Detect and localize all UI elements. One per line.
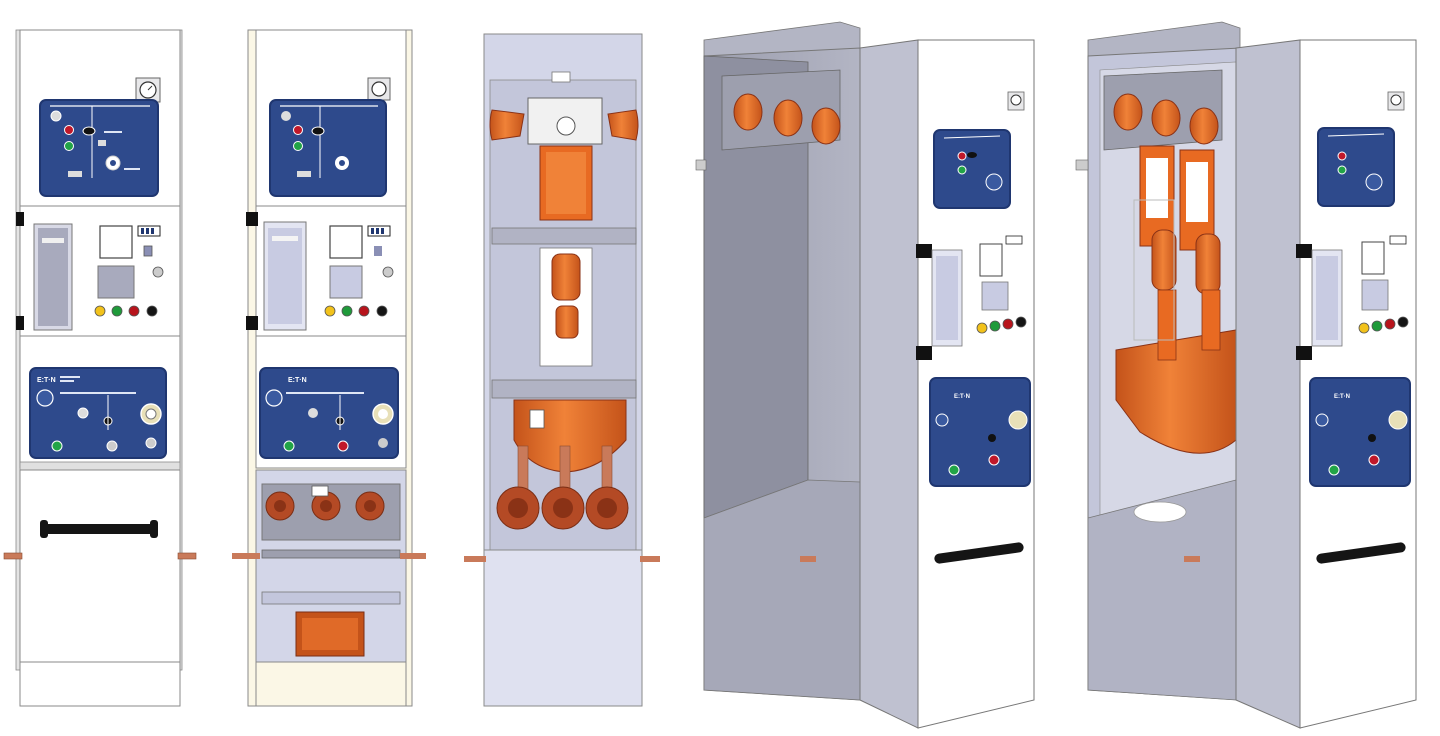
eaton-logo-2: E:T·N [288,377,307,384]
front-view-internal-breaker [464,33,660,707]
eaton-logo-3: E:T·N [954,394,970,400]
eaton-logo: E:T·N [37,377,56,384]
iso-mechanism-panel-2: E:T·N [1309,377,1411,487]
isometric-view-cutaway: E:T·N [1075,21,1417,729]
eaton-logo-4: E:T·N [1334,394,1350,400]
cutaway-breaker-poles [1115,145,1237,454]
isometric-view-closed: E:T·N [695,21,1035,729]
front-view-closed: E:T·N [3,29,197,707]
top-bushings [489,109,639,141]
relay-display [33,223,73,331]
cable-terminals [496,486,629,530]
mechanism-control-panel-2: E:T·N [259,367,399,459]
breaker-control-panel [39,99,159,197]
iso-breaker-panel-2 [1317,127,1395,207]
iso-mechanism-panel: E:T·N [929,377,1031,487]
front-view-open-cable-compartment: E:T·N [232,29,426,707]
cable-bushings [265,491,385,521]
pressure-gauge-icon [135,77,161,103]
indicator-lamps [94,305,158,317]
mechanism-control-panel: E:T·N [29,367,167,459]
breaker-control-panel-2 [269,99,387,197]
iso-breaker-panel [933,129,1011,209]
